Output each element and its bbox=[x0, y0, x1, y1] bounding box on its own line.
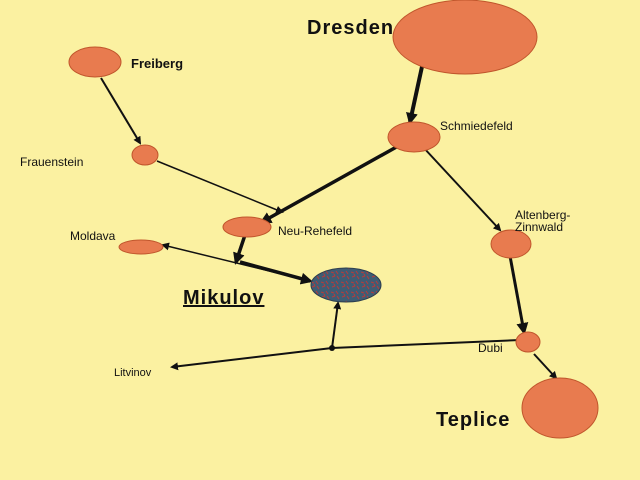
edge-schmiedefeld-neu-rehefeld bbox=[259, 143, 401, 224]
edge-dubi-teplice bbox=[533, 353, 558, 380]
edge-dubi-junction bbox=[331, 339, 521, 349]
edge-junction-mikulov bbox=[331, 301, 342, 349]
edge-altenberg-dubi bbox=[508, 255, 529, 335]
label-altenberg-line1: Altenberg- bbox=[515, 208, 570, 222]
nodes bbox=[68, 0, 599, 439]
edges bbox=[100, 61, 558, 380]
label-altenberg-line2: Zinnwald bbox=[515, 220, 563, 234]
node-frauenstein bbox=[131, 144, 159, 166]
label-schmiedefeld: Schmiedefeld bbox=[440, 119, 513, 133]
edge-junction-litvinov bbox=[170, 347, 333, 371]
label-dubi: Dubi bbox=[478, 341, 503, 355]
edge-schmiedefeld-altenberg bbox=[422, 146, 502, 232]
junction-dot bbox=[329, 345, 335, 351]
node-dresden bbox=[392, 0, 538, 75]
label-frauenstein: Frauenstein bbox=[20, 155, 83, 169]
node-teplice bbox=[521, 377, 599, 439]
edge-freiberg-frauenstein bbox=[100, 77, 142, 145]
edge-mikulov-moldava bbox=[161, 242, 311, 282]
label-neu-rehefeld: Neu-Rehefeld bbox=[278, 224, 352, 238]
edge-frauenstein-neu-rehefeld bbox=[156, 160, 284, 214]
label-mikulov: Mikulov bbox=[183, 287, 264, 309]
label-freiberg: Freiberg bbox=[131, 56, 183, 71]
node-mikulov bbox=[310, 267, 382, 303]
label-moldava: Moldava bbox=[70, 229, 116, 243]
edge-neu-rehefeld-mikulov-down bbox=[233, 234, 247, 265]
labels: Dresden Freiberg Schmiedefeld Frauenstei… bbox=[20, 17, 570, 431]
node-altenberg-zinnwald bbox=[490, 229, 532, 259]
node-schmiedefeld bbox=[387, 121, 441, 153]
node-moldava bbox=[118, 239, 164, 255]
edge-dresden-schmiedefeld bbox=[406, 61, 425, 125]
label-teplice: Teplice bbox=[436, 409, 510, 431]
label-dresden: Dresden bbox=[307, 17, 394, 39]
node-dubi bbox=[515, 331, 541, 353]
node-freiberg bbox=[68, 46, 122, 78]
label-litvinov: Litvinov bbox=[114, 367, 152, 379]
node-neu-rehefeld bbox=[222, 216, 272, 238]
